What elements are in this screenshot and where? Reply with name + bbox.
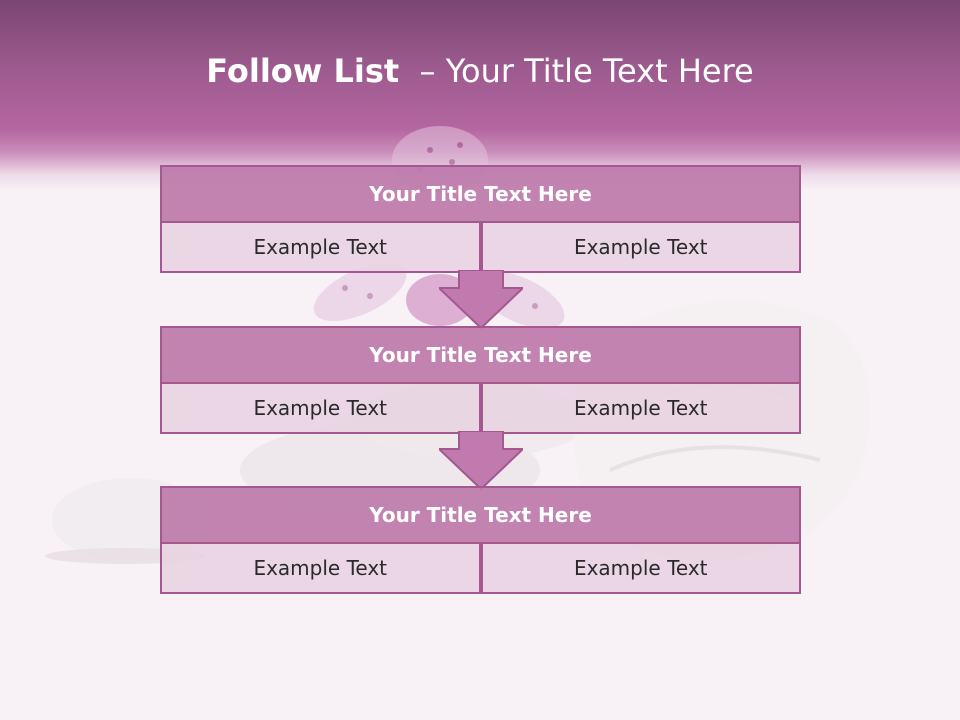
block-cell-left: Example Text: [160, 384, 481, 434]
list-block-1: Your Title Text Here Example Text Exampl…: [160, 165, 801, 273]
block-row: Example Text Example Text: [160, 384, 801, 434]
list-block-3: Your Title Text Here Example Text Exampl…: [160, 486, 801, 594]
down-arrow-icon: [439, 431, 523, 491]
block-cell-left: Example Text: [160, 223, 481, 273]
block-cell-left: Example Text: [160, 544, 481, 594]
slide-title: Follow List – Your Title Text Here: [0, 52, 960, 90]
down-arrow-icon: [439, 270, 523, 330]
list-block-2: Your Title Text Here Example Text Exampl…: [160, 326, 801, 434]
block-cell-right: Example Text: [480, 384, 801, 434]
block-title: Your Title Text Here: [160, 486, 801, 544]
block-row: Example Text Example Text: [160, 223, 801, 273]
title-rest: – Your Title Text Here: [399, 52, 754, 90]
block-cell-right: Example Text: [480, 544, 801, 594]
towel-fold-2: [609, 445, 821, 472]
block-cell-right: Example Text: [480, 223, 801, 273]
title-bold: Follow List: [206, 52, 400, 90]
block-title: Your Title Text Here: [160, 326, 801, 384]
block-row: Example Text Example Text: [160, 544, 801, 594]
block-title: Your Title Text Here: [160, 165, 801, 223]
